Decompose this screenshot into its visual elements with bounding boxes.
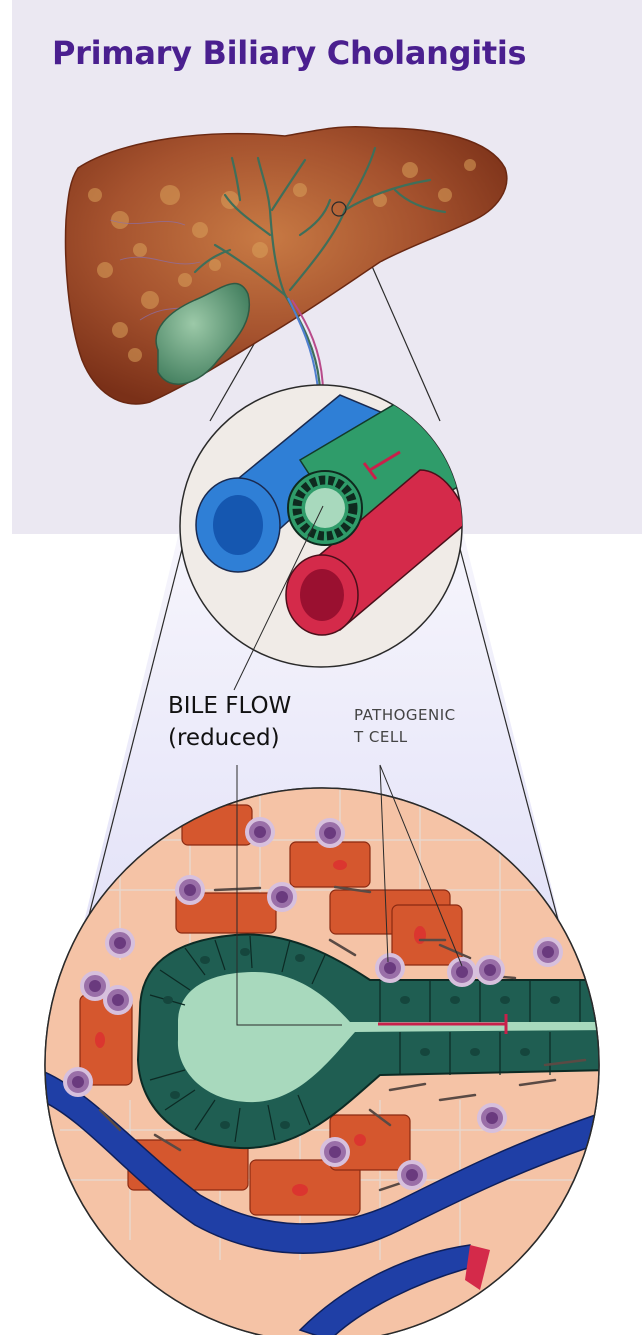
bile-flow-leader-line: [233, 505, 324, 691]
tcell-label-line2: T CELL: [354, 728, 408, 746]
bile-flow-label-line2: (reduced): [168, 725, 280, 751]
pathogenic-tcell-label: PATHOGENIC T CELL: [354, 704, 456, 748]
liver: [64, 125, 508, 405]
zoom-line-right-lower: [458, 544, 563, 936]
tcell-pointer-line-2: [379, 764, 463, 967]
bile-flow-label: BILE FLOW (reduced): [168, 690, 291, 754]
page-title: Primary Biliary Cholangitis: [52, 34, 527, 72]
bile-flow-label-line1: BILE FLOW: [168, 693, 292, 719]
tcell-pointer-line-1: [379, 764, 389, 963]
portal-vessels: [287, 297, 324, 391]
bile-flow-pointer-line: [236, 765, 342, 1026]
tcell-label-line1: PATHOGENIC: [354, 706, 456, 724]
portal-triad-circle: [179, 384, 463, 668]
bile-duct-tree: [193, 146, 447, 392]
liver-zoom-marker: [331, 201, 347, 217]
gallbladder: [155, 282, 251, 385]
bile-duct-cross-section: [44, 787, 600, 1335]
zoom-line-left-lower: [83, 544, 184, 936]
